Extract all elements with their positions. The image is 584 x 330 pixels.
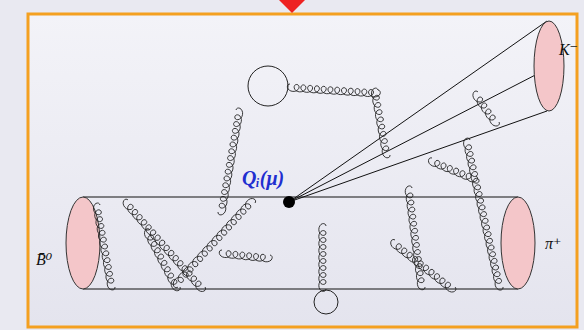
gluon-line [123, 199, 205, 291]
gluon-line [429, 158, 478, 182]
quark-line [83, 197, 518, 198]
quark-loop [248, 66, 288, 106]
quark-line [289, 21, 547, 202]
operator-label: Qᵢ(μ) [242, 168, 284, 188]
gluon-line [372, 88, 391, 158]
marker-diamond [279, 0, 305, 13]
quark-line [289, 70, 545, 202]
quark-line [83, 289, 518, 290]
meson-end [534, 21, 564, 111]
gluon-line [319, 224, 326, 292]
meson-end [66, 197, 100, 289]
vertex-dot [283, 196, 295, 208]
particle-label: π⁺ [545, 236, 561, 252]
gluon-line [464, 138, 503, 290]
gluon-line [218, 108, 243, 215]
gluon-line [287, 84, 380, 97]
gluon-line [405, 186, 425, 290]
meson-end [501, 197, 535, 289]
quark-line [289, 111, 547, 202]
frame [28, 14, 577, 327]
gluon-line [145, 229, 181, 291]
gluon-line [473, 91, 500, 126]
particle-label: B̄⁰ [36, 252, 52, 268]
particle-label: K⁻ [559, 42, 578, 58]
quark-loop [314, 290, 338, 314]
gluon-line [173, 199, 255, 288]
gluon-line [391, 240, 456, 293]
gluon-line [219, 250, 272, 262]
gluon-line [94, 203, 116, 290]
